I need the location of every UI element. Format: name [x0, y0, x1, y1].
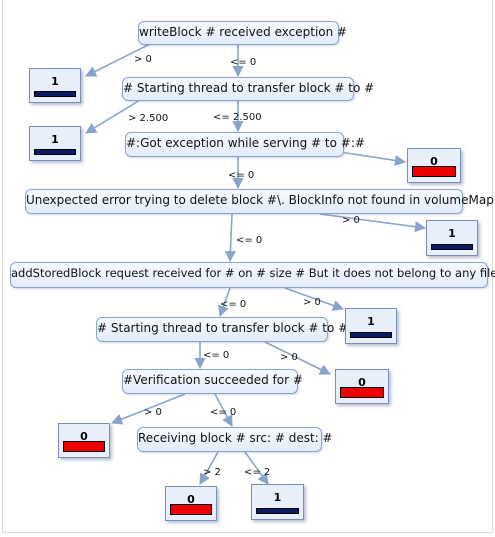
leaf-node[interactable]: 0 — [335, 369, 389, 404]
edge-label: <= 2 — [244, 467, 271, 478]
leaf-node[interactable]: 1 — [251, 484, 304, 520]
decision-node[interactable]: Receiving block # src: # dest: # — [137, 427, 333, 452]
leaf-node[interactable]: 1 — [345, 308, 397, 344]
leaf-bar — [412, 166, 456, 177]
decision-node[interactable]: #Verification succeeded for # — [122, 369, 303, 394]
leaf-bar — [34, 91, 76, 97]
leaf-node[interactable]: 0 — [407, 148, 461, 183]
edge-label: <= 0 — [228, 170, 255, 181]
edge-line — [214, 393, 233, 427]
decision-node[interactable]: writeBlock # received exception # — [138, 21, 347, 45]
leaf-bar — [256, 508, 299, 514]
decision-node[interactable]: addStoredBlock request received for # on… — [10, 262, 495, 288]
leaf-value: 1 — [51, 75, 59, 88]
leaf-value: 1 — [448, 227, 456, 240]
edge-label: > 0 — [134, 54, 152, 65]
leaf-value: 1 — [367, 315, 375, 328]
leaf-value: 0 — [80, 430, 88, 443]
leaf-bar — [170, 504, 212, 515]
leaf-value: 0 — [358, 376, 366, 389]
edge-label: > 2 — [203, 467, 221, 478]
edge-line — [284, 287, 345, 311]
edge-label: <= 0 — [236, 235, 263, 246]
decision-node[interactable]: Unexpected error trying to delete block … — [25, 189, 494, 214]
leaf-bar — [431, 244, 473, 250]
leaf-bar — [63, 441, 105, 452]
edge-line — [85, 99, 141, 134]
decision-node[interactable]: # Starting thread to transfer block # to… — [122, 77, 374, 101]
leaf-value: 0 — [187, 493, 195, 506]
edge-line — [224, 213, 237, 263]
leaf-bar — [34, 149, 76, 155]
decision-node[interactable]: # Starting thread to transfer block # to… — [96, 317, 348, 342]
edge-label: > 0 — [144, 407, 162, 418]
leaf-bar — [350, 332, 392, 338]
edge-label: <= 0 — [203, 350, 230, 361]
edge-line — [264, 341, 332, 375]
edge-line — [199, 451, 219, 485]
leaf-value: 1 — [273, 491, 282, 504]
edge-label: <= 0 — [210, 407, 237, 418]
leaf-value: 1 — [51, 133, 59, 146]
leaf-bar — [340, 387, 384, 398]
edge-line — [244, 451, 269, 485]
edge-label: <= 2.500 — [213, 112, 262, 123]
edge-line — [339, 151, 407, 167]
edge-line — [84, 43, 151, 77]
edge-label: > 0 — [280, 352, 298, 363]
edge-line — [110, 393, 186, 425]
edge-label: <= 0 — [230, 57, 257, 68]
leaf-node[interactable]: 0 — [165, 486, 217, 521]
edge-line — [319, 213, 427, 233]
leaf-node[interactable]: 1 — [29, 68, 81, 103]
decision-node[interactable]: #:Got exception while serving # to #:# — [125, 132, 365, 157]
edge-label: > 0 — [303, 297, 321, 308]
leaf-value: 0 — [430, 155, 438, 168]
leaf-node[interactable]: 1 — [29, 126, 81, 161]
edge-label: > 0 — [342, 215, 360, 226]
edge-line — [218, 287, 231, 318]
leaf-node[interactable]: 0 — [58, 423, 110, 458]
leaf-node[interactable]: 1 — [426, 220, 478, 256]
edge-label: > 2.500 — [128, 113, 169, 124]
edge-label: <= 0 — [220, 299, 247, 310]
